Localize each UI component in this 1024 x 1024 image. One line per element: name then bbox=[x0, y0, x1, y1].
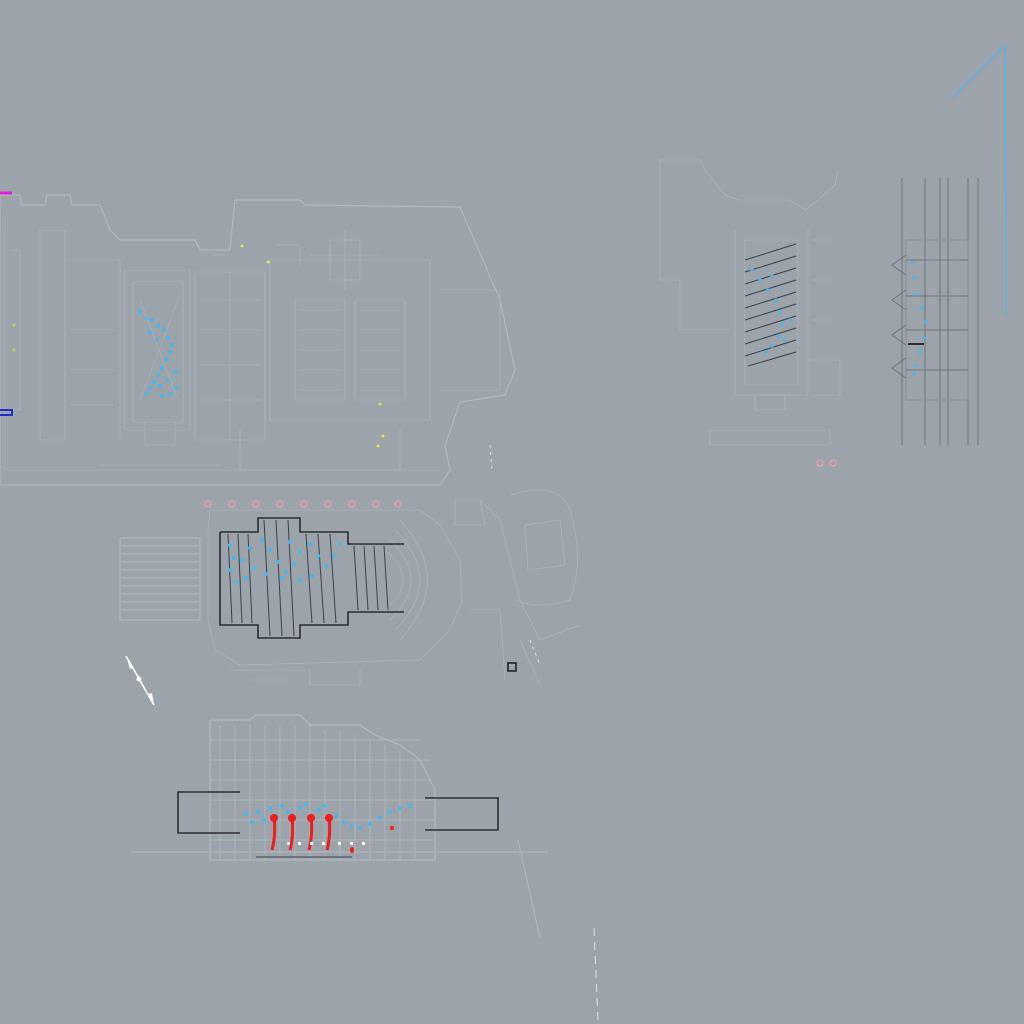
striped-floor bbox=[227, 519, 389, 637]
stair-block bbox=[119, 537, 201, 621]
main-floor-plan bbox=[0, 191, 516, 486]
long-section-bottom bbox=[130, 714, 599, 1021]
auditorium-plan bbox=[119, 444, 581, 686]
seating-points-section bbox=[750, 268, 792, 354]
seating-points-elevation bbox=[910, 260, 928, 376]
pink-markers bbox=[204, 459, 837, 508]
black-square-marker bbox=[507, 662, 517, 672]
seating-points-main bbox=[138, 310, 178, 398]
section-right bbox=[659, 159, 841, 446]
elevation-right bbox=[891, 178, 979, 445]
blue-marker bbox=[0, 409, 13, 416]
light-blue-guide-line bbox=[951, 43, 1007, 316]
north-arrow-icon bbox=[125, 655, 155, 706]
seating-points-auditorium bbox=[228, 538, 342, 584]
section-stripes bbox=[744, 243, 797, 367]
